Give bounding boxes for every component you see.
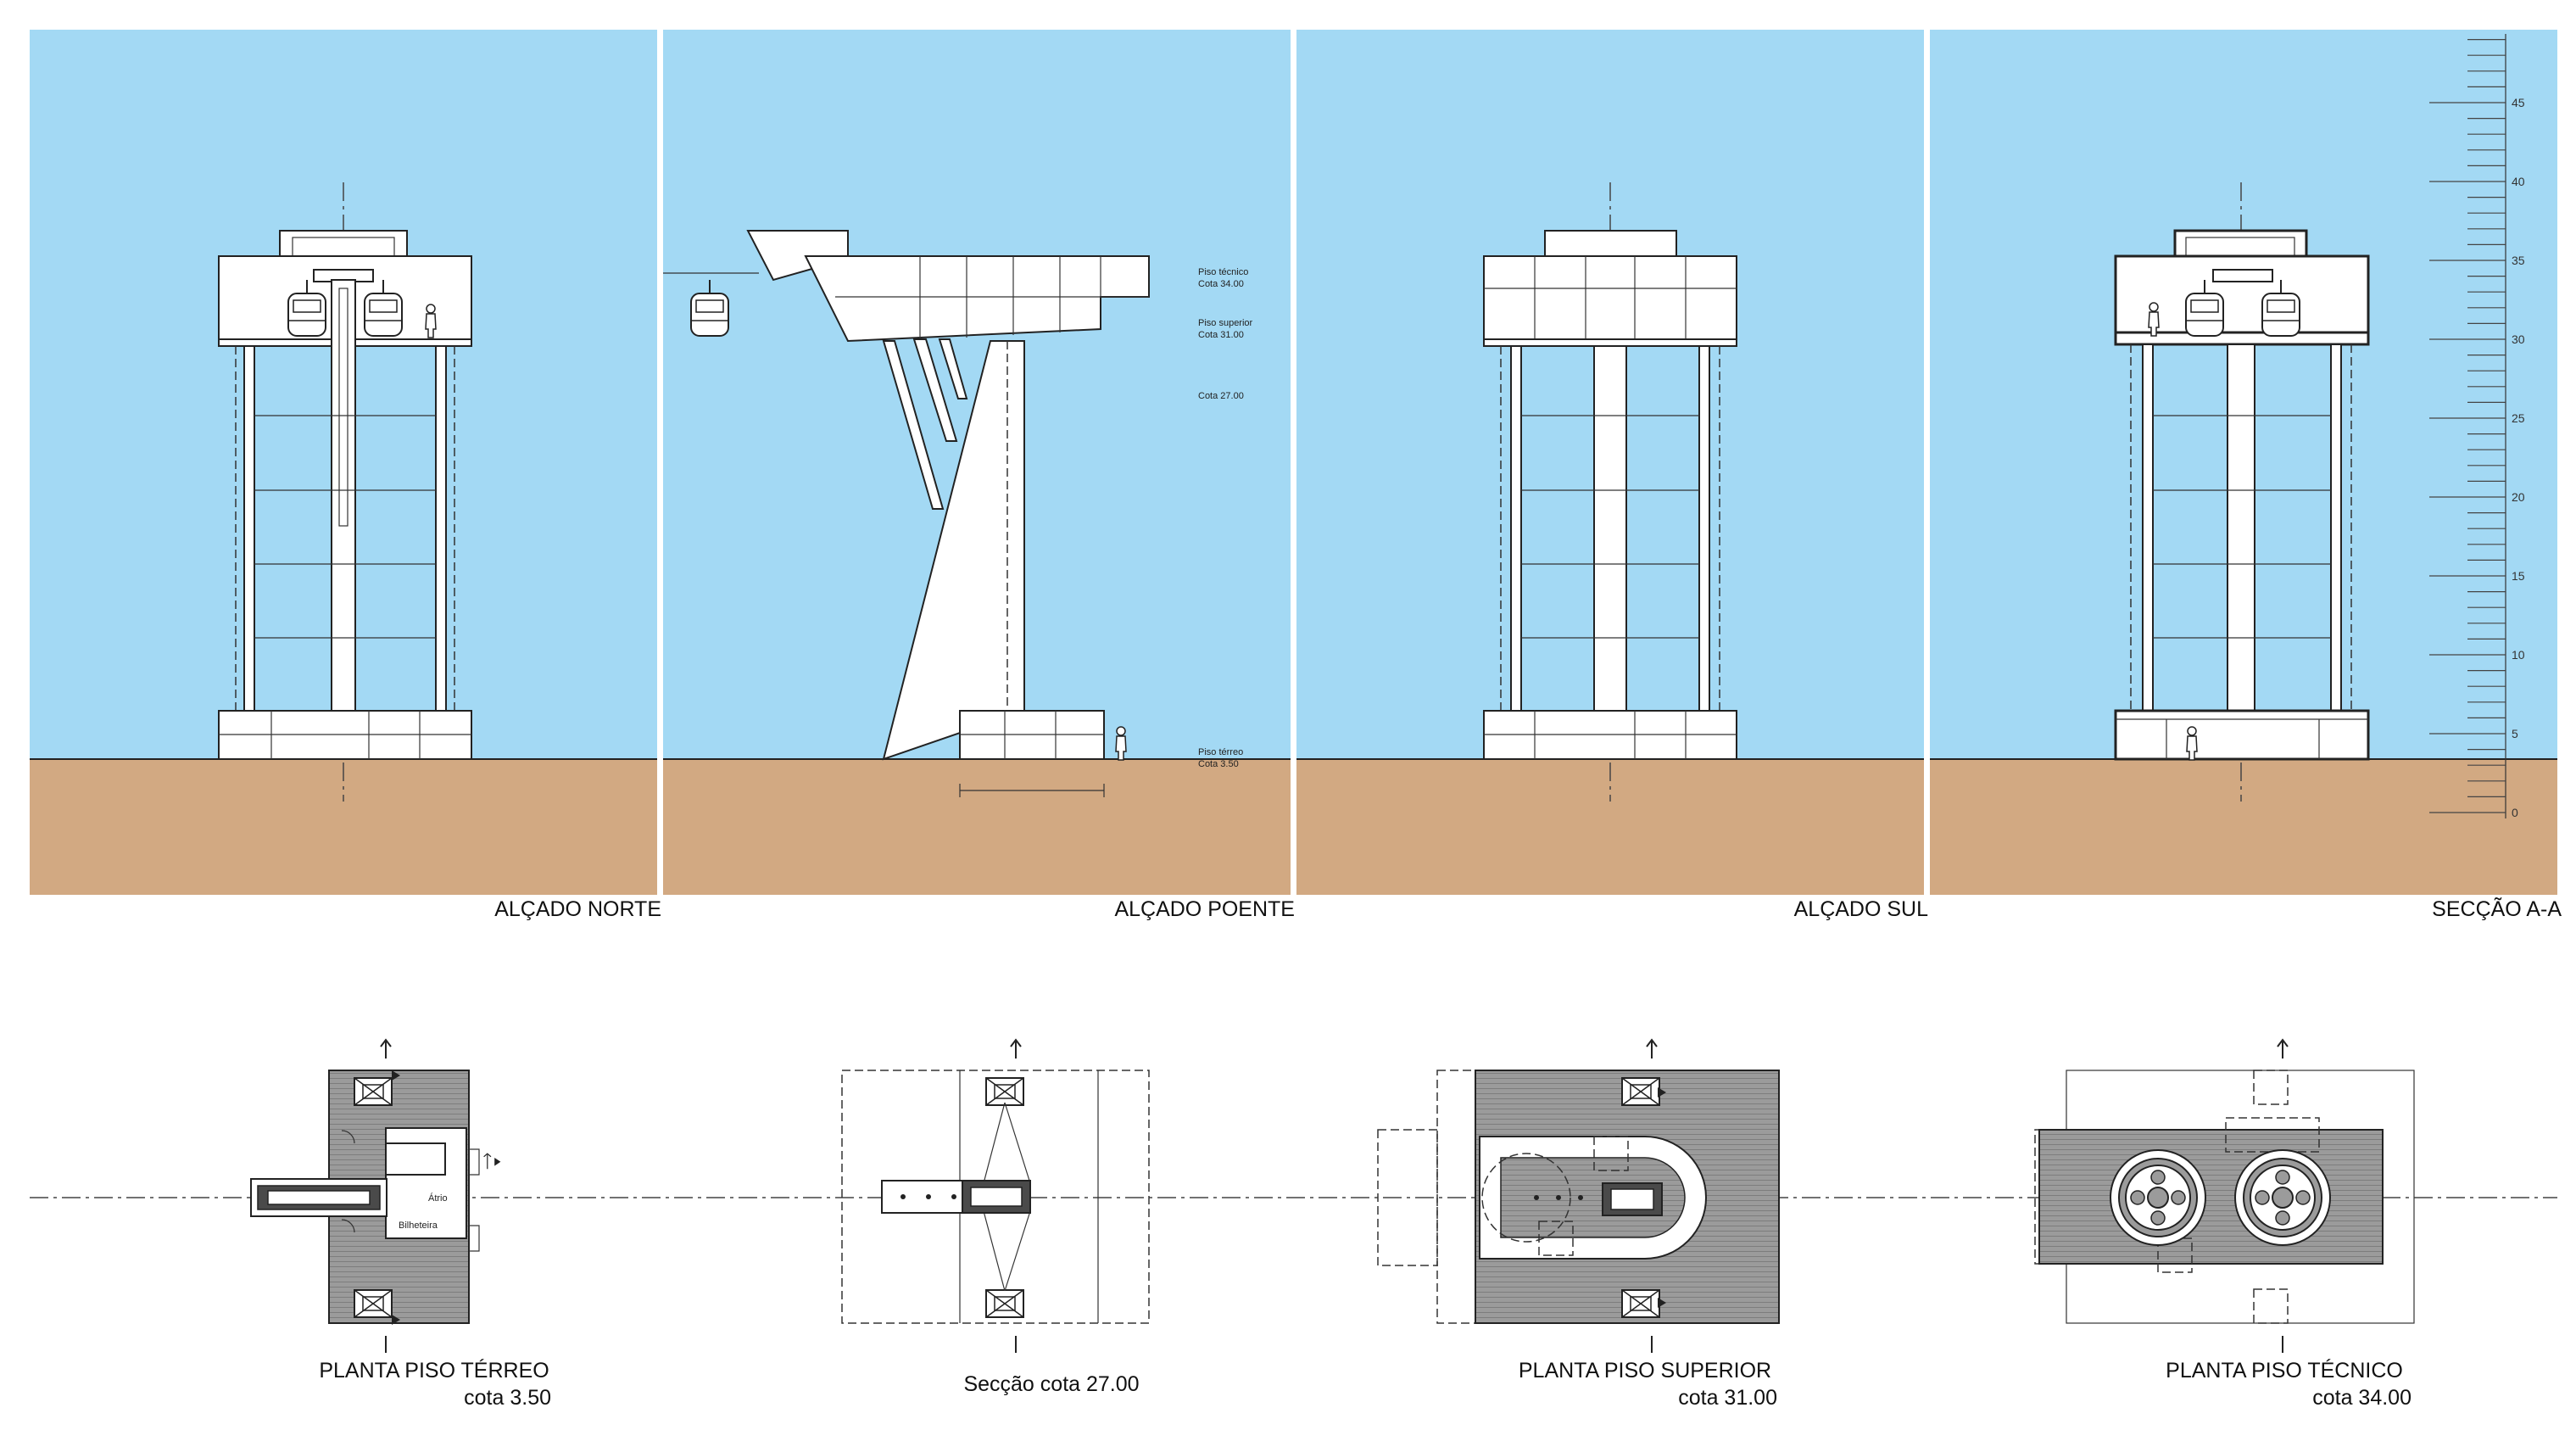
bullwheel-right	[2234, 1149, 2331, 1246]
height-scale-ticks: 45 40 35 30 25 20 15 10 5 0	[2429, 38, 2525, 819]
plan-title-technical: PLANTA PISO TÉCNICO	[2166, 1358, 2403, 1383]
note-superior-1: Piso superior	[1198, 318, 1253, 328]
section-markers-upper	[1646, 1038, 1666, 1353]
note-terreo-2: Cota 3.50	[1198, 759, 1239, 769]
label-atrio: Átrio	[428, 1193, 448, 1204]
elevation-title-section: SECÇÃO A-A	[2432, 897, 2562, 921]
plan-section-27	[841, 1070, 1150, 1324]
ground-north	[30, 759, 657, 895]
plan-title-upper: PLANTA PISO SUPERIOR	[1519, 1359, 1771, 1383]
label-bilheteira: Bilheteira	[399, 1221, 438, 1231]
elevation-title-south: ALÇADO SUL	[1794, 897, 1928, 921]
note-tecnico-2: Cota 34.00	[1198, 279, 1244, 289]
scale-tick-label: 20	[2512, 490, 2525, 504]
note-cota27: Cota 27.00	[1198, 391, 1244, 401]
plan-ground-floor: Átrio Bilheteira	[250, 1070, 502, 1324]
plan-upper-floor	[1377, 1070, 1780, 1324]
elevation-title-north: ALÇADO NORTE	[494, 897, 661, 921]
scale-tick-label: 15	[2512, 569, 2525, 583]
tower-section-drawing	[2114, 182, 2370, 802]
scale-tick-label: 45	[2512, 96, 2525, 109]
plan-title-section27: Secção cota 27.00	[963, 1372, 1139, 1396]
tower-south-drawing	[1483, 182, 1737, 802]
tower-north-drawing	[218, 182, 472, 802]
scale-tick-label: 30	[2512, 332, 2525, 346]
bullwheel-left	[2110, 1149, 2206, 1246]
note-terreo-1: Piso térreo	[1198, 747, 1243, 757]
plan-subtitle-technical: cota 34.00	[2312, 1386, 2412, 1410]
section-markers-ground	[380, 1038, 400, 1353]
ground-west	[663, 759, 1291, 895]
plan-technical-floor	[2034, 1070, 2415, 1324]
scale-tick-label: 40	[2512, 175, 2525, 188]
note-superior-2: Cota 31.00	[1198, 330, 1244, 340]
note-tecnico-1: Piso técnico	[1198, 267, 1248, 277]
scale-tick-label: 5	[2512, 727, 2518, 740]
scale-tick-label: 10	[2512, 648, 2525, 662]
scale-tick-label: 35	[2512, 254, 2525, 267]
section-markers-27	[1010, 1038, 1022, 1353]
level-notes: Piso técnico Cota 34.00 Piso superior Co…	[1198, 267, 1253, 769]
ground-south	[1296, 759, 1924, 895]
plan-subtitle-upper: cota 31.00	[1678, 1386, 1777, 1410]
plan-title-ground: PLANTA PISO TÉRREO	[319, 1358, 549, 1383]
ground-section	[1930, 759, 2557, 895]
scale-tick-label: 25	[2512, 411, 2525, 425]
scale-tick-label: 0	[2512, 806, 2518, 819]
tower-west-drawing	[663, 230, 1150, 797]
section-markers-technical	[2277, 1038, 2289, 1353]
elevation-title-west: ALÇADO POENTE	[1114, 897, 1295, 921]
plan-subtitle-ground: cota 3.50	[464, 1386, 551, 1410]
